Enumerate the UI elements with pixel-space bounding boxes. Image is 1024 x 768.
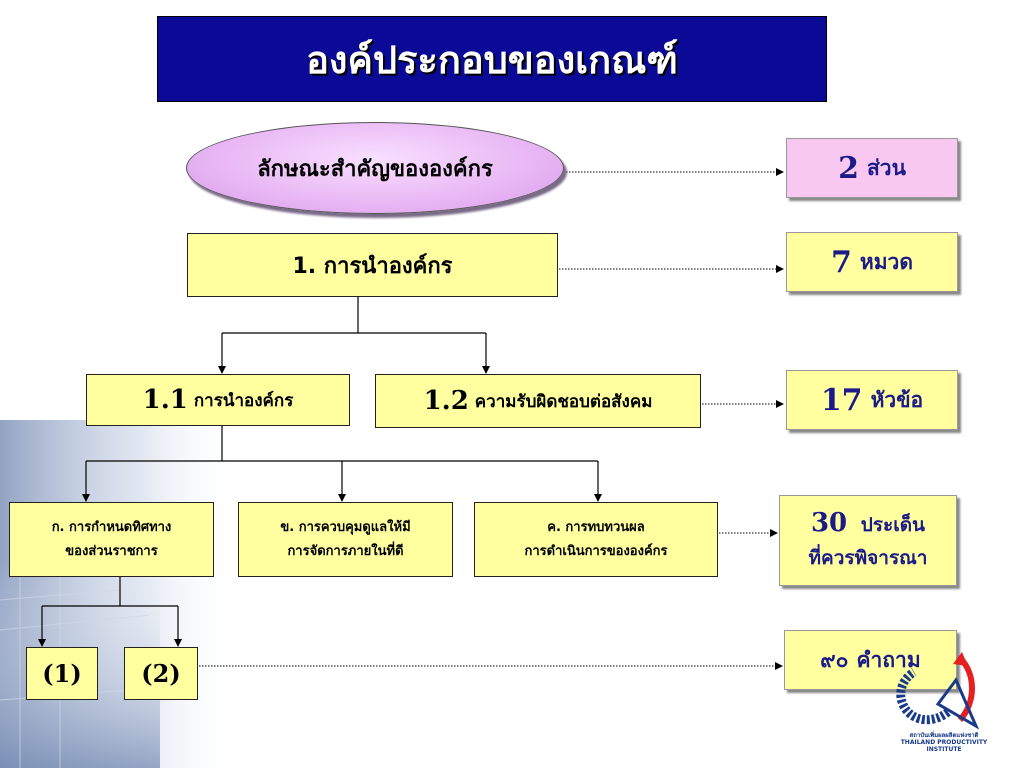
area-a-line2: ของส่วนราชการ [65, 543, 158, 559]
item-1-1-box: 1.1 การนำองค์กร [86, 374, 350, 426]
count-questions-number: ๙๐ [820, 647, 849, 672]
item-1-2-box: 1.2 ความรับผิดชอบต่อสังคม [375, 374, 701, 428]
logo-text-thai: สถาบันเพิ่มผลผลิตแห่งชาติ [909, 732, 979, 739]
logo-text-english: THAILAND PRODUCTIVITY INSTITUTE [900, 739, 988, 753]
item-1-2-label: ความรับผิดชอบต่อสังคม [474, 391, 653, 412]
tpi-logo-icon [896, 652, 980, 730]
area-c-line2: การดำเนินการขององค์กร [524, 543, 668, 559]
count-categories-number: 7 [831, 244, 852, 280]
item-1-1-label: การนำองค์กร [193, 390, 294, 411]
area-a-box: ก. การกำหนดทิศทาง ของส่วนราชการ [9, 502, 214, 577]
count-items-number: 17 [820, 382, 863, 418]
organizational-profile-ellipse: ลักษณะสำคัญขององค์กร [186, 122, 564, 214]
area-b-box: ข. การควบคุมดูแลให้มี การจัดการภายในที่ด… [238, 502, 453, 577]
count-areas-number: 30 [810, 508, 848, 538]
count-items-box: 17 หัวข้อ [786, 370, 958, 430]
question-2-box: (2) [124, 647, 198, 700]
page-title: องค์ประกอบของเกณฑ์ [157, 16, 827, 102]
count-areas-word: ประเด็น [860, 514, 926, 536]
count-areas-box: 30 ประเด็น ที่ควรพิจารณา [779, 495, 957, 586]
category-leadership-box: 1. การนำองค์กร [187, 233, 558, 297]
count-parts-box: 2 ส่วน [786, 138, 958, 198]
count-parts-word: ส่วน [866, 155, 906, 180]
logo-caption: สถาบันเพิ่มผลผลิตแห่งชาติ THAILAND PRODU… [893, 732, 995, 753]
area-c-line1: ค. การทบทวนผล [547, 519, 645, 535]
item-1-2-number: 1.2 [423, 386, 469, 416]
question-1-box: (1) [26, 647, 98, 700]
area-b-line1: ข. การควบคุมดูแลให้มี [280, 519, 411, 535]
area-a-line1: ก. การกำหนดทิศทาง [51, 519, 172, 535]
count-questions-box: ๙๐ คำถาม [784, 630, 957, 690]
item-1-1-number: 1.1 [142, 385, 188, 415]
area-c-box: ค. การทบทวนผล การดำเนินการขององค์กร [474, 502, 718, 577]
count-categories-word: หมวด [859, 249, 913, 274]
count-items-word: หัวข้อ [870, 387, 924, 412]
count-parts-number: 2 [838, 150, 859, 186]
count-categories-box: 7 หมวด [786, 232, 958, 292]
count-areas-word2: ที่ควรพิจารณา [808, 547, 928, 569]
area-b-line2: การจัดการภายในที่ดี [287, 543, 404, 559]
count-questions-word: คำถาม [856, 647, 921, 672]
